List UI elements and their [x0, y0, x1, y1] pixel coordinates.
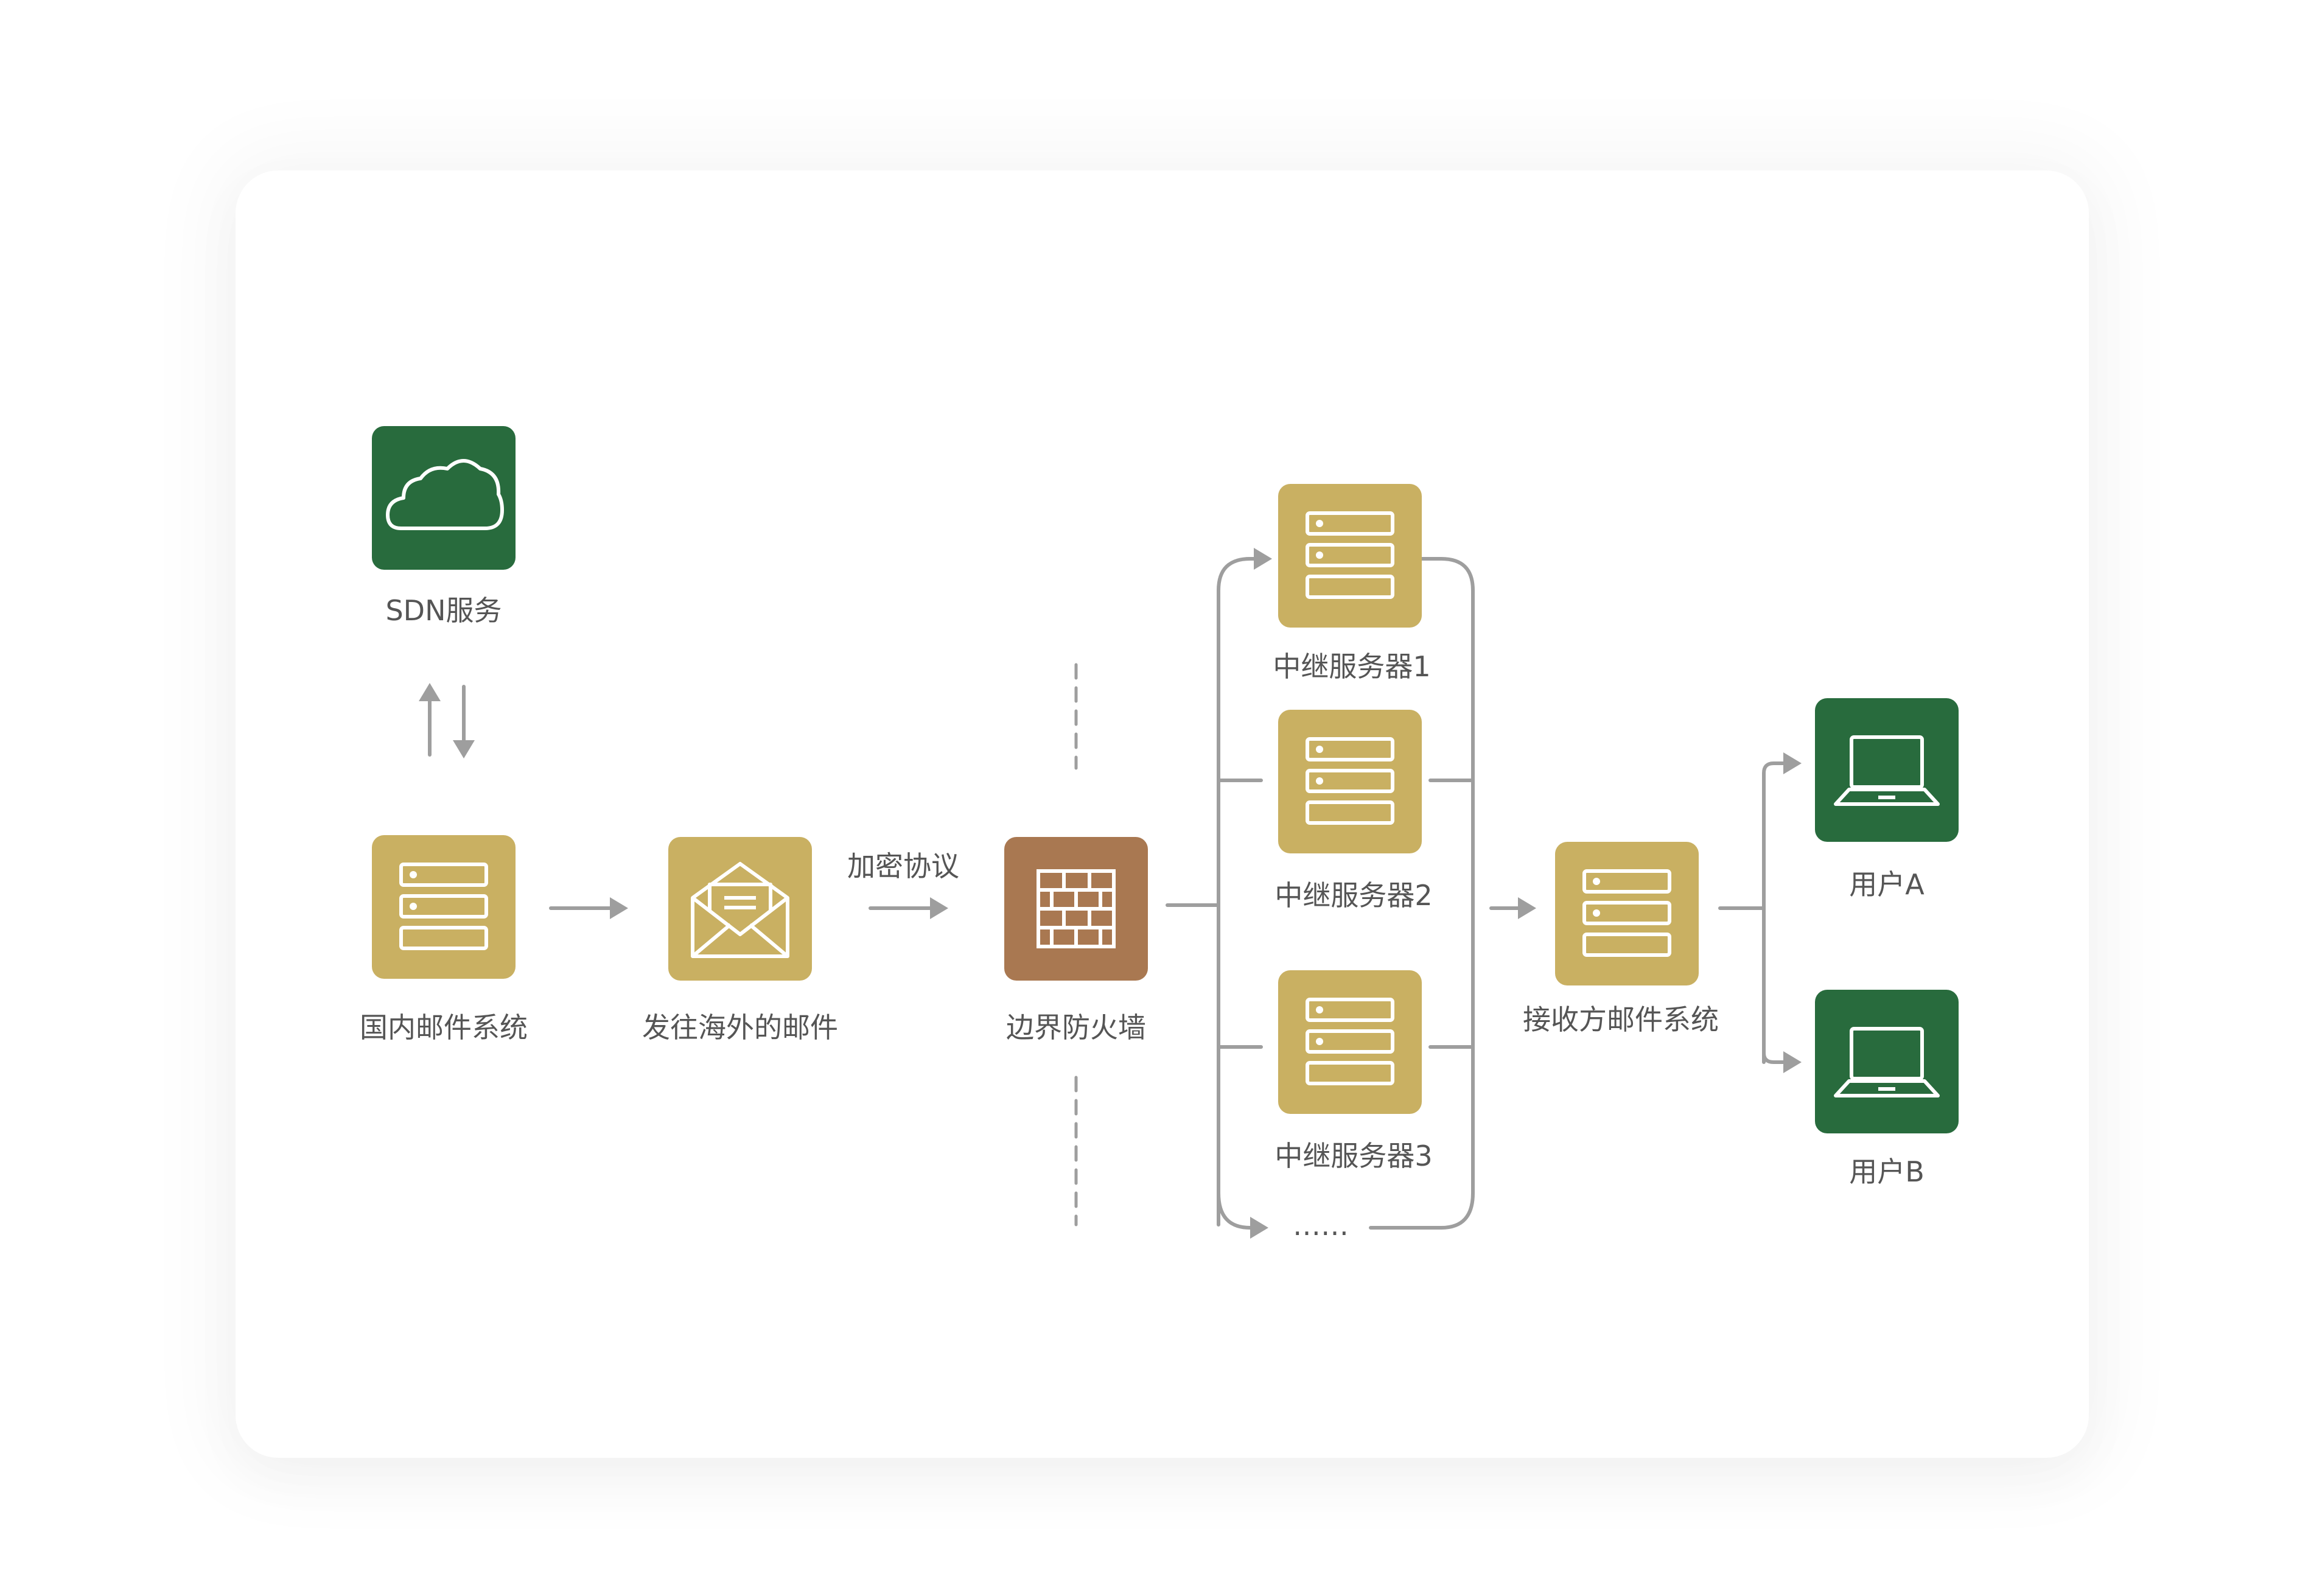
user-b-label: 用户B	[1849, 1155, 1925, 1188]
receiver-mail-node	[1555, 842, 1699, 985]
cloud-icon	[386, 459, 504, 530]
relay-ellipsis-in	[1217, 1191, 1256, 1230]
firewall-icon	[1037, 869, 1116, 948]
receiver-mail-label: 接收方邮件系统	[1523, 1003, 1719, 1036]
more-relays-ellipsis: ……	[1293, 1209, 1349, 1242]
diagram-card	[236, 170, 2089, 1458]
user-b-node	[1815, 990, 1959, 1133]
relay-server-3-node	[1278, 970, 1422, 1114]
userA-in-arrowhead	[1783, 752, 1802, 774]
laptop-icon	[1834, 1027, 1940, 1097]
relay-server-1-node	[1278, 484, 1422, 628]
mail-icon	[691, 862, 789, 958]
server-icon	[1306, 511, 1394, 599]
relay-server-2-node	[1278, 710, 1422, 853]
user-a-node	[1815, 698, 1959, 842]
relay-server-2-label: 中继服务器2	[1274, 879, 1433, 912]
user-a-label: 用户A	[1849, 868, 1925, 901]
users-fanout	[1762, 761, 1791, 1064]
relay-merge-right	[1369, 557, 1475, 1230]
encryption-protocol-label: 加密协议	[847, 850, 959, 883]
server-icon	[1306, 998, 1394, 1085]
outbound-mail-label: 发往海外的邮件	[642, 1011, 838, 1044]
sdn-down-arrowhead	[453, 740, 475, 758]
domestic-mail-node	[372, 835, 516, 979]
laptop-icon	[1834, 735, 1940, 806]
firewall-label: 边界防火墙	[1006, 1011, 1146, 1044]
userB-in-arrowhead	[1783, 1051, 1802, 1073]
edge-relays-receiver-arrowhead	[1518, 897, 1536, 919]
sdn-up-arrowhead	[419, 683, 441, 701]
relay-fanout-left	[1217, 557, 1262, 1227]
edge-domestic-outbound-arrowhead	[610, 897, 628, 919]
server-icon	[1582, 869, 1671, 957]
userB-in	[1762, 1051, 1791, 1064]
server-icon	[1306, 737, 1394, 825]
server-icon	[399, 863, 488, 950]
firewall-node	[1004, 837, 1148, 981]
relay1-in-arrowhead	[1254, 548, 1272, 570]
outbound-mail-node	[668, 837, 812, 981]
sdn-label: SDN服务	[385, 594, 502, 627]
relay-server-3-label: 中继服务器3	[1274, 1139, 1433, 1172]
relay-ellipsis-in-arrowhead	[1250, 1217, 1268, 1239]
sdn-node	[372, 426, 516, 570]
relay-server-1-label: 中继服务器1	[1273, 650, 1431, 683]
domestic-mail-label: 国内邮件系统	[360, 1011, 528, 1044]
edge-outbound-firewall-arrowhead	[930, 897, 948, 919]
